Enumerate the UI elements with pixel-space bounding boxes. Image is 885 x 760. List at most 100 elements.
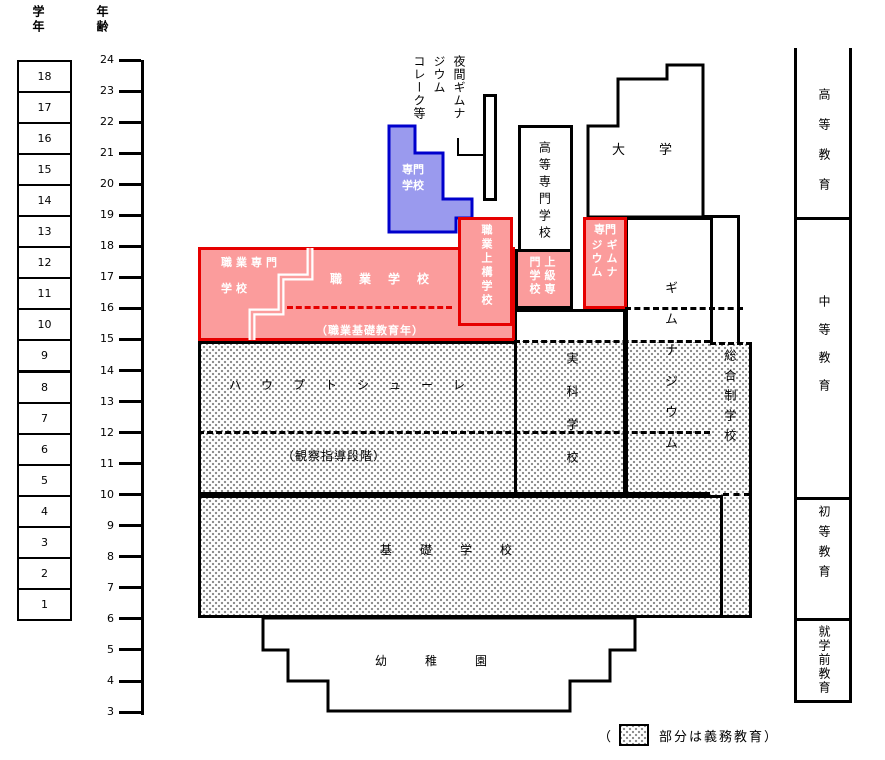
age-tick-label: 19 xyxy=(100,208,114,222)
fachoberschule-box xyxy=(515,249,573,309)
stage-label-primary: 初等教育 xyxy=(817,505,831,585)
age-tick xyxy=(119,58,141,62)
age-tick-label: 24 xyxy=(100,53,114,66)
grade-axis-header: 学年 xyxy=(31,5,45,35)
berufsaufbauschule-box xyxy=(458,217,513,326)
age-tick-label: 8 xyxy=(107,549,114,563)
stage-sidebar-line-right xyxy=(849,48,852,703)
age15-dashed-line xyxy=(514,340,710,343)
stage-sidebar-line-left xyxy=(794,48,797,703)
grade-box: 12 xyxy=(17,246,72,280)
gymnasium-box xyxy=(625,217,713,495)
abendgymnasium-route-box xyxy=(483,94,497,201)
age-tick-label: 18 xyxy=(100,239,114,253)
university-label: 大学 xyxy=(612,143,707,158)
age-tick-label: 12 xyxy=(100,425,114,439)
fachgymnasium-box xyxy=(583,217,627,309)
age-tick-label: 16 xyxy=(100,301,114,315)
age-tick-label: 5 xyxy=(107,642,114,656)
berufsschule-label: 職業学校 xyxy=(330,272,447,286)
age-axis-header: 年齢 xyxy=(95,5,109,35)
stage-label-preschool: 就学前教育 xyxy=(817,625,831,695)
age-tick-label: 10 xyxy=(100,487,114,501)
abendgymnasium-label-col1: 夜間ギムナ xyxy=(452,55,466,120)
grade-box: 14 xyxy=(17,184,72,218)
grade-box: 8 xyxy=(17,370,72,404)
abendgymnasium-label: 夜間ギムナ ジウム コレーク等 xyxy=(411,55,468,120)
grade-box: 9 xyxy=(17,339,72,373)
age-tick-label: 13 xyxy=(100,394,114,408)
age-tick-label: 9 xyxy=(107,518,114,532)
berufsgrund-dashed-line xyxy=(287,306,452,309)
legend: （ 部分は義務教育） xyxy=(598,724,779,746)
age-tick-label: 6 xyxy=(107,611,114,625)
age-tick-label: 14 xyxy=(100,363,114,377)
grade-box: 1 xyxy=(17,587,72,621)
grade-box: 6 xyxy=(17,432,72,466)
kindergarten-label: 幼稚園 xyxy=(374,654,525,668)
fachhochschule-label: 高等専門学校 xyxy=(537,141,552,243)
age-tick xyxy=(119,617,141,621)
age-tick xyxy=(119,679,141,683)
age-tick xyxy=(119,493,141,497)
legend-text: 部分は義務教育） xyxy=(659,729,780,745)
age-tick xyxy=(119,306,141,310)
fachgymnasium-label-line1: 専門 xyxy=(594,223,616,236)
berufsgrundbildungsjahr-label: （職業基礎教育年） xyxy=(316,324,424,337)
gesamtschule-label: 総合制学校 xyxy=(723,349,737,449)
age16-dashed-line xyxy=(625,307,743,310)
age-tick xyxy=(119,275,141,279)
stage-sidebar: 高等教育 中等教育 初等教育 就学前教育 xyxy=(794,48,852,706)
age-tick-label: 3 xyxy=(107,705,114,719)
stage-divider xyxy=(794,618,852,621)
grade-box: 10 xyxy=(17,308,72,342)
age-tick xyxy=(119,337,141,341)
gymnasium-label: ギムナジウム xyxy=(662,281,677,467)
university-box xyxy=(586,63,705,219)
age-tick xyxy=(119,182,141,186)
grade-box: 11 xyxy=(17,277,72,311)
age-axis-line xyxy=(141,60,144,715)
grade-box: 4 xyxy=(17,494,72,528)
stage-divider xyxy=(794,700,852,703)
age-tick-label: 15 xyxy=(100,332,114,346)
fachoberschule-label: 上級専門学校 xyxy=(528,256,556,297)
grundschule-box xyxy=(198,495,723,618)
grundschule-label: 基礎学校 xyxy=(379,543,540,557)
age-tick-label: 20 xyxy=(100,177,114,191)
age-tick-label: 23 xyxy=(100,84,114,98)
stage-label-higher: 高等教育 xyxy=(817,88,831,208)
age-tick xyxy=(119,555,141,559)
age-tick xyxy=(119,462,141,466)
age-tick xyxy=(119,244,141,248)
abendgymnasium-label-col3: コレーク等 xyxy=(412,55,426,120)
stage-label-secondary: 中等教育 xyxy=(817,295,831,407)
grade-box: 16 xyxy=(17,122,72,156)
fachhochschule-box xyxy=(518,125,573,249)
abendgymnasium-label-col2: ジウム xyxy=(432,55,446,94)
age-tick xyxy=(119,369,141,372)
fachgymnasium-label-line2: ギムナジウム xyxy=(590,239,618,280)
age-tick xyxy=(119,648,141,652)
fachschule-label: 専門 学校 xyxy=(392,162,434,194)
age-tick xyxy=(119,213,141,217)
hauptschule-label: ハウプトシューレ xyxy=(228,378,485,392)
grade-box: 18 xyxy=(17,60,72,94)
age-tick xyxy=(119,89,141,93)
age-tick xyxy=(119,710,141,714)
orientation-stage-label: （観察指導段階） xyxy=(282,449,387,463)
age-tick-label: 21 xyxy=(100,146,114,160)
berufsfachschule-label-line1: 職業専門 xyxy=(221,256,281,269)
gesamtschule-upper-line xyxy=(737,217,740,345)
grade-box: 7 xyxy=(17,401,72,435)
realschule-label: 実科学校 xyxy=(565,352,579,484)
grundschule-corner-dashed xyxy=(723,493,750,496)
berufsfachschule-label-line2: 学校 xyxy=(221,282,251,295)
grade-box: 13 xyxy=(17,215,72,249)
age-tick-label: 17 xyxy=(100,270,114,284)
age-tick-label: 11 xyxy=(100,456,114,470)
berufsaufbauschule-label: 職業上構学校 xyxy=(480,224,493,308)
